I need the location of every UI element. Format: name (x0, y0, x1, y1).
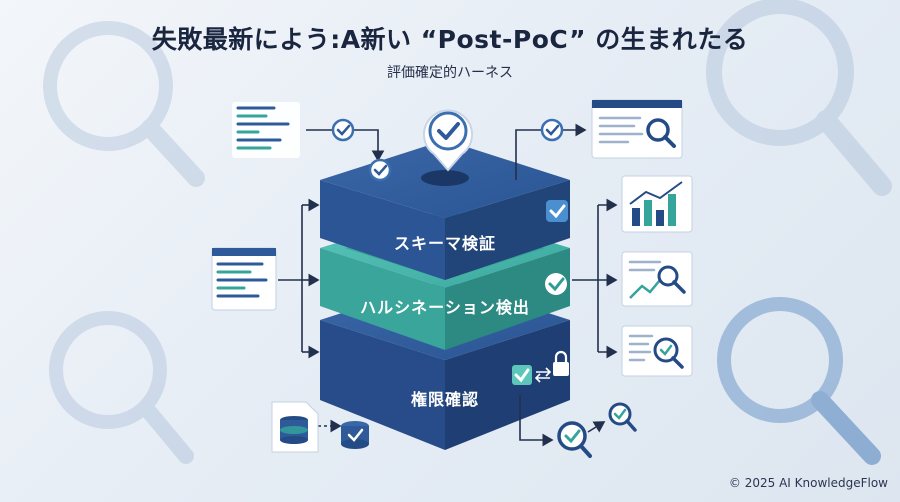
check-icon (512, 365, 532, 385)
database-check-icon (341, 421, 369, 449)
bg-magnifier-icon (43, 21, 205, 187)
bg-magnifier-icon (49, 311, 194, 464)
check-icon (546, 200, 568, 222)
layer-label-hallucination: ハルシネーション検出 (360, 298, 530, 317)
copyright-notice: © 2025 AI KnowledgeFlow (728, 476, 888, 490)
layer-label-permission: 権限確認 (410, 390, 479, 409)
search-report-icon (591, 99, 683, 159)
swap-arrow-icon (534, 367, 552, 383)
magnifier-check-icon (608, 402, 637, 432)
code-document-icon (232, 102, 300, 158)
layer-schema (320, 140, 570, 280)
bg-magnifier-icon (706, 0, 892, 196)
page-subtitle: 評価確定的ハーネス (387, 65, 513, 81)
check-icon (368, 158, 392, 182)
bar-chart-icon (621, 175, 693, 233)
check-icon (331, 118, 355, 142)
code-document-icon (211, 247, 277, 311)
database-file-icon (271, 401, 319, 453)
check-icon (545, 273, 567, 295)
lock-icon (553, 350, 569, 376)
verified-report-icon (621, 325, 693, 377)
pin-check-icon (423, 109, 473, 172)
bg-magnifier-icon (717, 297, 881, 465)
check-icon (540, 118, 564, 142)
layer-label-schema: スキーマ検証 (393, 234, 496, 253)
magnifier-check-icon (557, 421, 592, 458)
analysis-report-icon (621, 251, 693, 307)
page-title: 失敗最新によう:A新い “Post-PoC” の生まれたる (151, 25, 749, 54)
